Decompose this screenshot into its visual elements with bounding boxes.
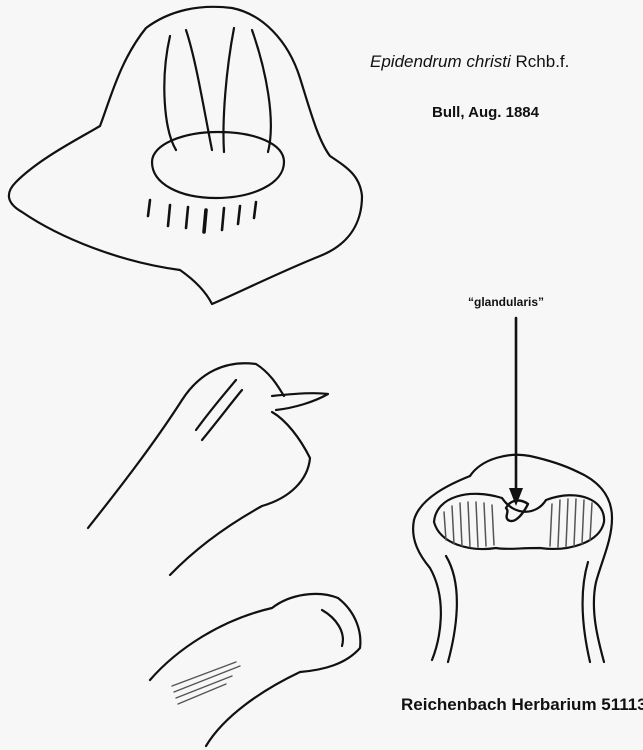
column-front-top <box>470 455 578 476</box>
species-epithet: Epidendrum christi <box>370 52 511 71</box>
anther-inner-arc <box>322 610 343 646</box>
lip-drawing <box>9 7 362 304</box>
column-front-view <box>413 455 612 662</box>
anther-view <box>150 594 360 746</box>
stigma-cavity <box>434 494 604 549</box>
keel-line-1 <box>164 36 176 150</box>
column-front-outer-right <box>578 472 612 662</box>
anther-outline <box>150 594 360 746</box>
keel-line-4 <box>252 30 271 152</box>
cavity-hatching <box>444 499 592 547</box>
column-side-view <box>88 363 328 575</box>
species-author: Rchb.f. <box>516 52 570 71</box>
column-outline-lower <box>170 412 310 575</box>
lip-outline <box>9 7 362 304</box>
collector-date: Bull, Aug. 1884 <box>432 104 539 121</box>
column-front-inner-left <box>446 556 457 662</box>
column-tooth <box>272 393 328 410</box>
glandularis-pointer <box>509 318 523 506</box>
anther-shading <box>172 662 240 704</box>
keel-line-2 <box>186 30 212 150</box>
column-front-inner-right <box>583 562 590 662</box>
column-outline-upper <box>88 363 284 528</box>
glandularis-label: “glandularis” <box>468 295 544 309</box>
species-title: Epidendrum christi Rchb.f. <box>370 52 569 72</box>
herbarium-number: Reichenbach Herbarium 51113 <box>401 695 643 715</box>
hair-strokes <box>148 200 256 232</box>
